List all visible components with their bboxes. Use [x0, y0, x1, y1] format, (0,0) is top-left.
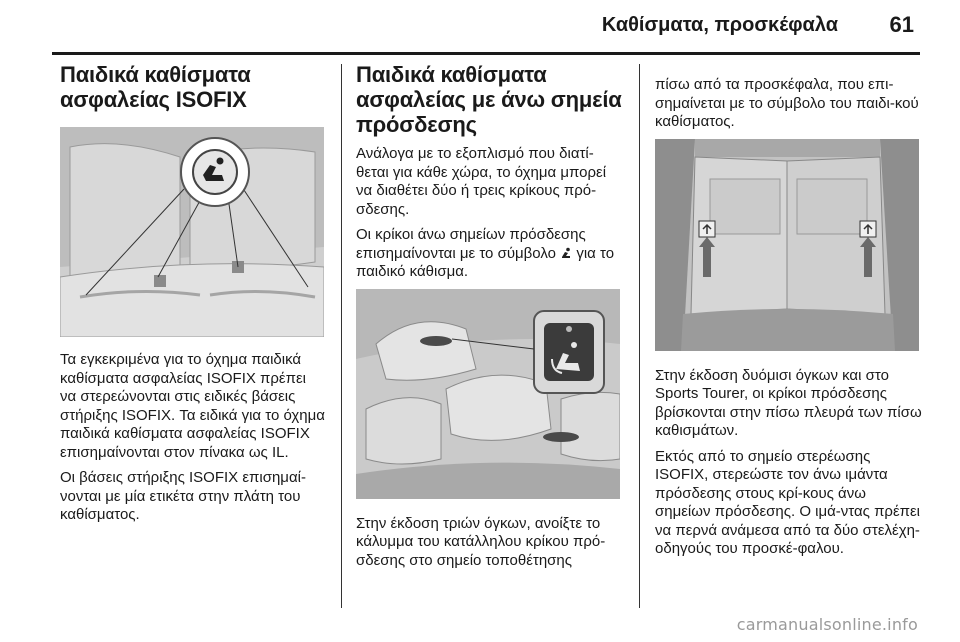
child-seat-symbol-icon	[562, 247, 571, 258]
heading-line: πρόσδεσης	[356, 112, 477, 137]
anchor-symbol-icon	[551, 341, 580, 374]
anchor-marker-left	[698, 220, 716, 277]
column-1: Παιδικά καθίσματα ασφαλείας ISOFIX Τα	[60, 62, 325, 532]
tether-paragraph-3: Στην έκδοση τριών όγκων, ανοίξτε το κάλυ…	[356, 514, 606, 569]
heading-line: Παιδικά καθίσματα	[60, 62, 251, 87]
tether-paragraph-5: Στην έκδοση δυόμισι όγκων και στο Sports…	[655, 366, 922, 440]
paragraph-text: Οι κρίκοι άνω σημείων πρόσδεσης επισημαί…	[356, 226, 586, 262]
rear-seat-drawing	[60, 127, 324, 337]
column-2: Παιδικά καθίσματα ασφαλείας με άνω σημεί…	[356, 62, 626, 577]
heading-line: ασφαλείας ISOFIX	[60, 87, 247, 112]
isofix-paragraph-1: Τα εγκεκριμένα για το όχημα παιδικά καθί…	[60, 351, 325, 461]
section-heading-isofix: Παιδικά καθίσματα ασφαλείας ISOFIX	[60, 62, 325, 112]
child-seat-icon	[203, 157, 224, 181]
watermark: carmanualsonline.info	[736, 615, 918, 634]
tether-paragraph-1: Ανάλογα με το εξοπλισμό που διατί-θεται …	[356, 145, 607, 218]
chapter-title: Καθίσματα, προσκέφαλα	[601, 14, 838, 36]
page-number: 61	[889, 12, 914, 37]
paragraph-text: για το παιδικό κάθισμα.	[356, 244, 615, 281]
isofix-seat-illustration	[60, 127, 324, 337]
header-rule	[52, 52, 920, 55]
heading-line: Παιδικά καθίσματα	[356, 62, 547, 87]
column-divider	[639, 64, 640, 608]
tether-paragraph-2: Οι κρίκοι άνω σημείων πρόσδεσης επισημαί…	[356, 226, 626, 282]
isofix-paragraph-2: Οι βάσεις στήριξης ISOFIX επισημαί-νοντα…	[60, 469, 306, 523]
rear-shelf-drawing	[356, 288, 620, 499]
heading-line: ασφαλείας με άνω σημεία	[356, 87, 622, 112]
tether-paragraph-4: πίσω από τα προσκέφαλα, που επι-σημαίνετ…	[655, 76, 919, 130]
tether-paragraph-6: Εκτός από το σημείο στερέωσης ISOFIX, στ…	[655, 447, 921, 558]
column-divider	[341, 64, 342, 608]
column-3: πίσω από τα προσκέφαλα, που επι-σημαίνετ…	[655, 76, 923, 566]
section-heading-top-tether: Παιδικά καθίσματα ασφαλείας με άνω σημεί…	[356, 62, 626, 137]
seatback-drawing	[655, 138, 919, 351]
anchor-marker-right	[859, 220, 877, 277]
trunk-cover-illustration	[356, 288, 620, 499]
hatchback-seatback-illustration	[655, 138, 919, 351]
